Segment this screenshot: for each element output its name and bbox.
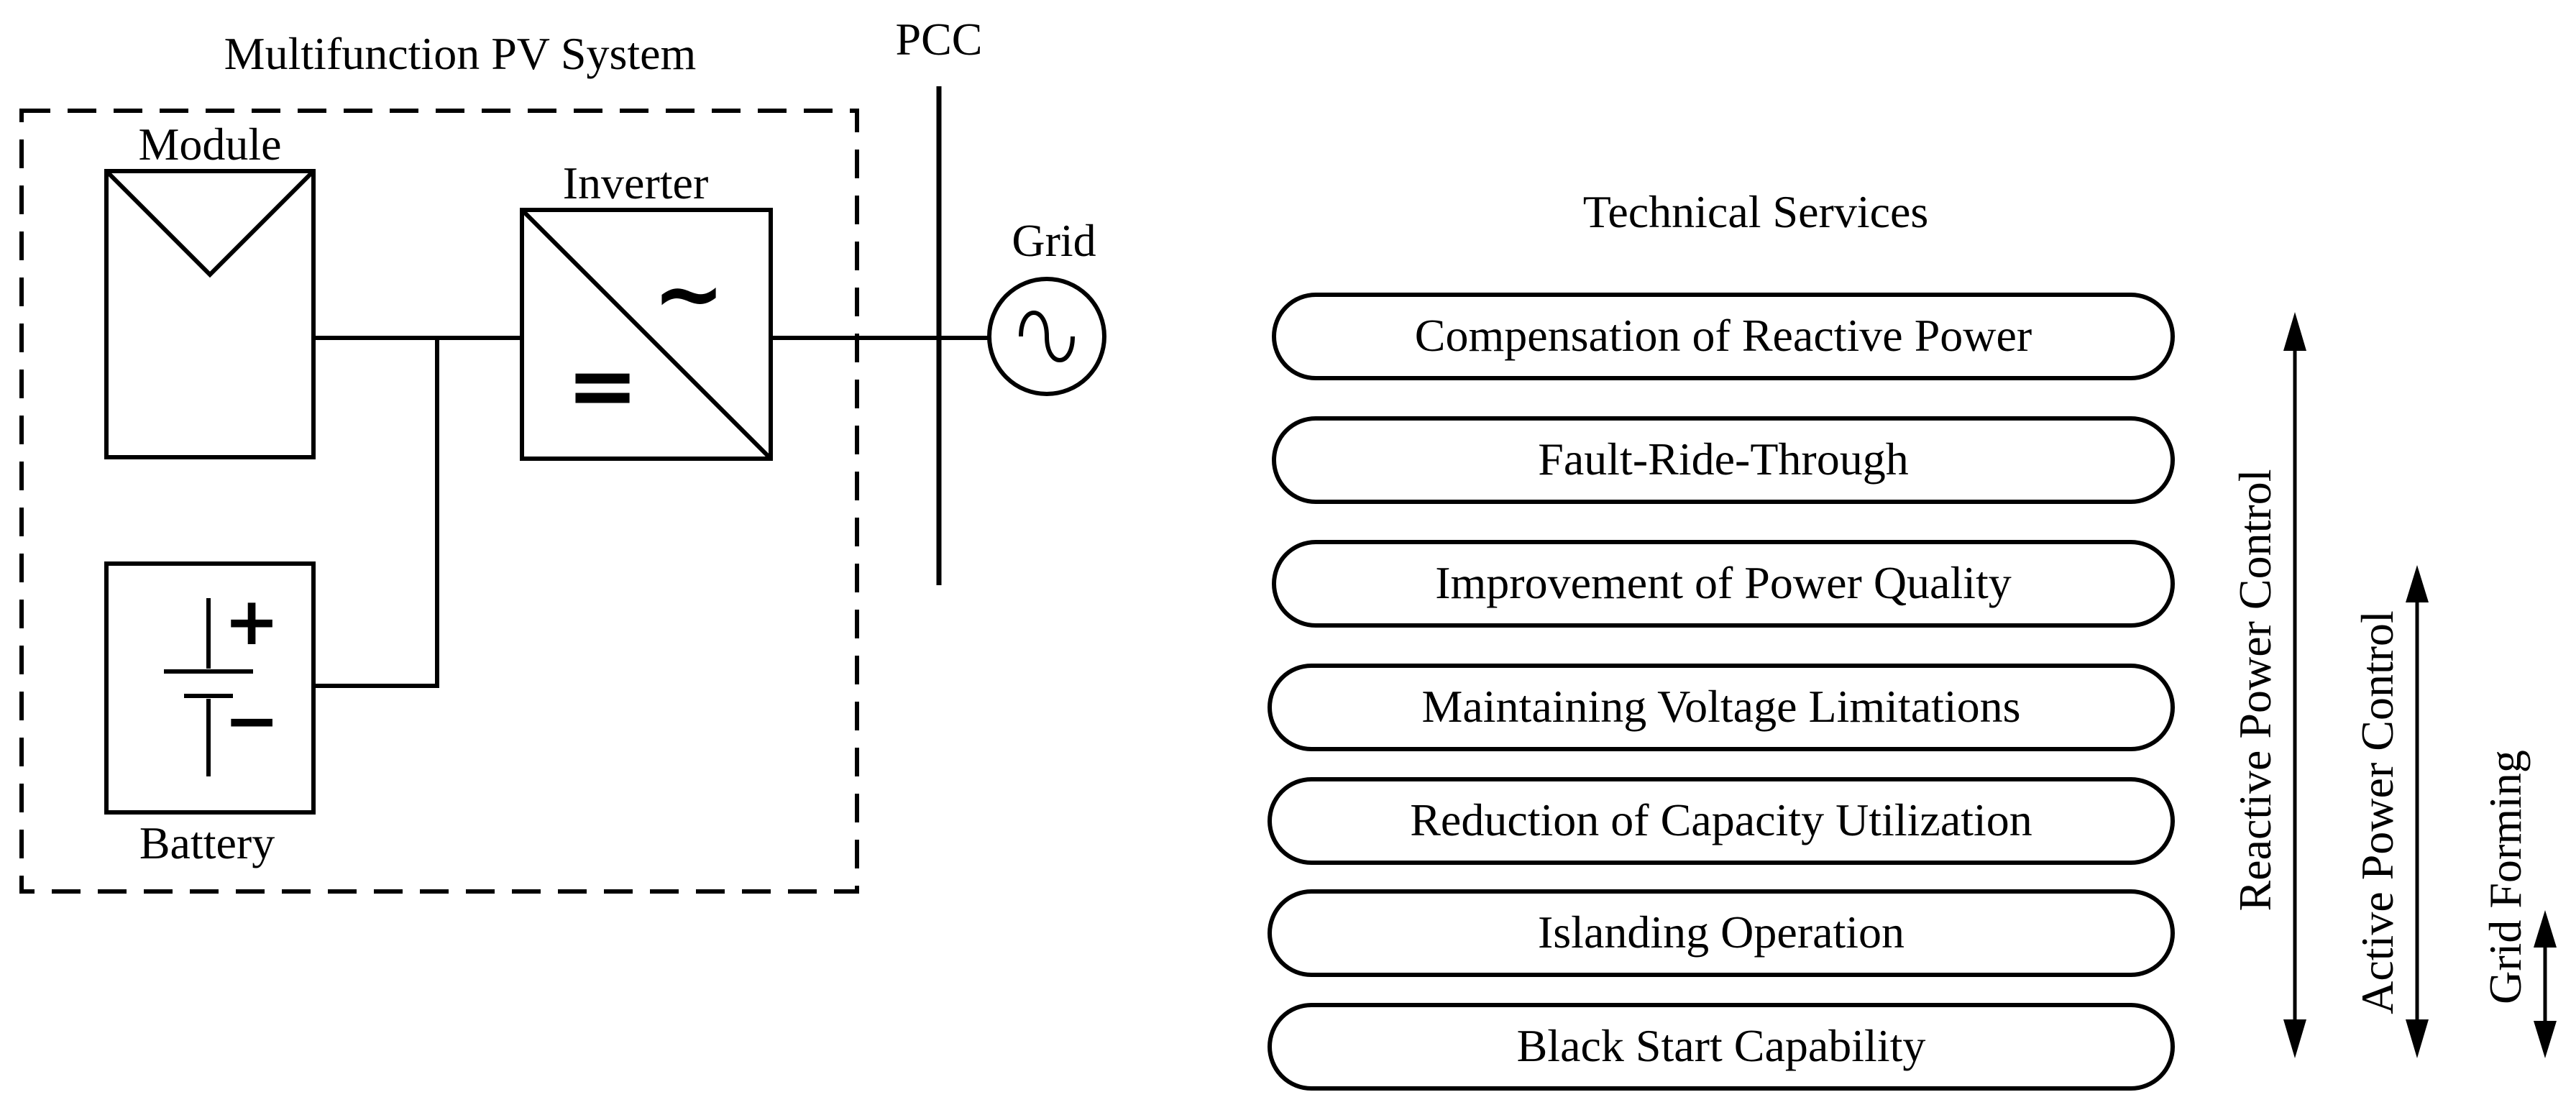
service-item: Fault-Ride-Through	[1272, 416, 2175, 504]
dc-bus-wiring	[313, 336, 988, 688]
grid-label: Grid	[1012, 215, 1096, 266]
service-item: Islanding Operation	[1268, 889, 2175, 977]
ac-symbol: ~	[653, 244, 725, 344]
reactive-power-control-arrow	[2283, 312, 2306, 1058]
system-boundary	[19, 109, 859, 894]
svg-text:Black Start Capability: Black Start Capability	[1517, 1020, 1926, 1071]
reactive-power-control-label: Reactive Power Control	[2229, 469, 2281, 912]
pv-module-icon	[104, 169, 316, 459]
active-power-control-label: Active Power Control	[2352, 610, 2403, 1014]
grid-forming-arrow	[2534, 910, 2557, 1058]
inverter-label: Inverter	[563, 157, 709, 208]
services-heading: Technical Services	[1583, 186, 1929, 237]
battery-minus-sign: −	[224, 682, 279, 759]
service-item: Maintaining Voltage Limitations	[1268, 664, 2175, 751]
battery-icon	[164, 598, 253, 776]
svg-text:Maintaining Voltage Limitation: Maintaining Voltage Limitations	[1421, 681, 2020, 732]
grid-source-icon	[987, 277, 1106, 396]
pcc-label: PCC	[896, 14, 983, 65]
service-item: Reduction of Capacity Utilization	[1268, 777, 2175, 865]
service-item: Compensation of Reactive Power	[1272, 293, 2175, 380]
svg-text:Reduction of Capacity Utilizat: Reduction of Capacity Utilization	[1410, 794, 2032, 845]
battery-label: Battery	[139, 817, 275, 868]
active-power-control-arrow	[2406, 565, 2429, 1058]
service-item: Improvement of Power Quality	[1272, 540, 2175, 628]
inverter-icon	[520, 208, 773, 461]
battery-plus-sign: +	[224, 583, 279, 660]
svg-text:Improvement of Power Quality: Improvement of Power Quality	[1435, 557, 2012, 608]
dc-symbol: =	[567, 336, 639, 436]
svg-text:Fault-Ride-Through: Fault-Ride-Through	[1538, 434, 1908, 485]
service-item: Black Start Capability	[1268, 1003, 2175, 1091]
grid-forming-label: Grid Forming	[2480, 750, 2531, 1004]
module-label: Module	[138, 119, 281, 170]
svg-text:Islanding Operation: Islanding Operation	[1538, 907, 1905, 958]
svg-text:Compensation of Reactive Power: Compensation of Reactive Power	[1415, 310, 2032, 361]
service-list: Compensation of Reactive Power Fault-Rid…	[1268, 293, 2175, 1091]
system-title: Multifunction PV System	[224, 28, 697, 79]
